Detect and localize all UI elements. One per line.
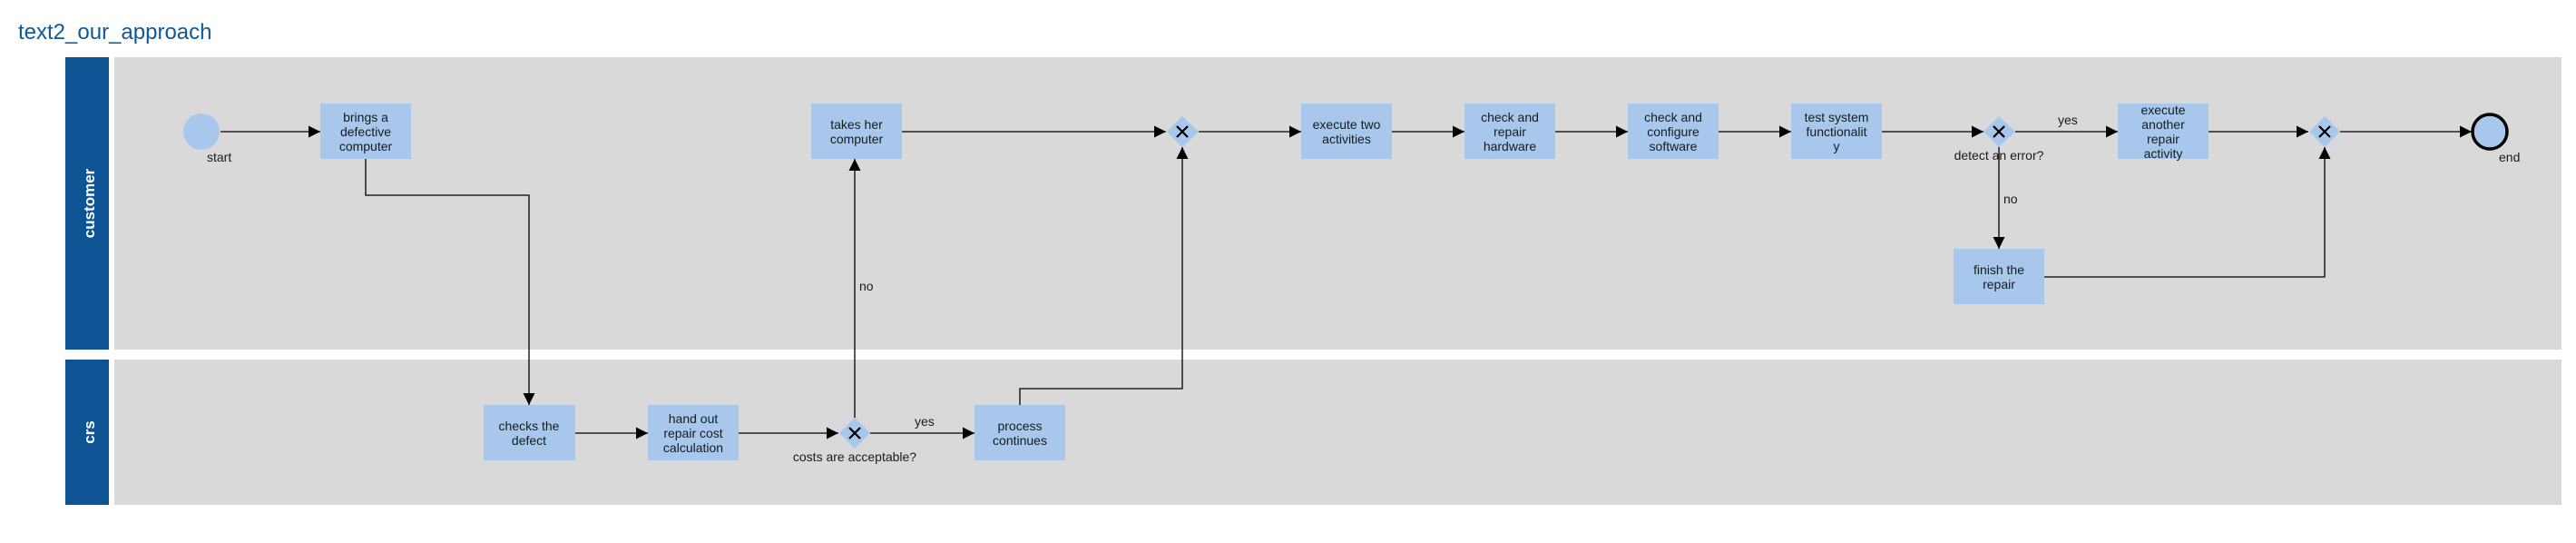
task-label-line: repair [1983, 277, 2015, 291]
gateway-detect-error[interactable]: detect an error? [1954, 116, 2044, 163]
flow-process-to-merge1 [1019, 147, 1189, 405]
task-label-line: checks the [499, 419, 560, 433]
lane-label-crs: crs [81, 420, 98, 444]
task-label-line: activity [2144, 146, 2183, 161]
lane-header-customer [65, 57, 109, 350]
exclusive-x-icon [848, 427, 861, 439]
task-label-line: hand out [669, 411, 719, 426]
task-label-line: software [1650, 139, 1698, 153]
lane-customer: customer [65, 57, 2561, 350]
task-box [1301, 104, 1392, 159]
task-label-line: repair cost [663, 426, 722, 440]
task-label-line: test system [1805, 110, 1869, 124]
task-label-line: y [1834, 139, 1840, 153]
task-label-line: hardware [1484, 139, 1537, 153]
edge-label-error-no: no [2003, 192, 2018, 206]
task-box [1791, 104, 1882, 159]
edge-label-error-yes: yes [2058, 113, 2078, 127]
end-event-circle [2471, 113, 2509, 151]
task-label-line: check and [1644, 110, 1702, 124]
task-box [2118, 104, 2209, 159]
edge-label-cost-no: no [859, 279, 874, 293]
task-label-line: computer [339, 139, 393, 153]
start-event[interactable]: start [183, 114, 231, 164]
start-event-circle [183, 114, 220, 150]
task-label-line: activities [1322, 132, 1371, 146]
task-label-line: functionalit [1807, 124, 1867, 139]
task-label-line: finish the [1974, 262, 2024, 277]
task-label-line: check and [1481, 110, 1539, 124]
task-label-line: takes her [830, 117, 883, 132]
gateway-merge-1[interactable] [1167, 116, 1199, 147]
task-box [1954, 249, 2044, 304]
task-label-line: brings a [343, 110, 388, 124]
task-box [975, 405, 1065, 460]
edge-label-cost-yes: yes [915, 414, 935, 429]
gateway-label: detect an error? [1954, 148, 2044, 163]
task-label-line: configure [1647, 124, 1699, 139]
flow-brings-to-checks [365, 159, 535, 405]
lane-header-crs [65, 360, 109, 505]
task-label-line: repair [1494, 124, 1526, 139]
lane-body-crs [114, 360, 2561, 505]
task-label-line: defect [512, 433, 546, 448]
task-label-line: process [997, 419, 1042, 433]
exclusive-x-icon [2318, 125, 2331, 138]
task-label-line: calculation [663, 440, 723, 455]
diagram-title: text2_our_approach [18, 20, 212, 44]
gateway-merge-2[interactable] [2309, 116, 2340, 147]
task-label-line: defective [340, 124, 391, 139]
gateway-label: costs are acceptable? [793, 449, 916, 464]
end-event[interactable]: end [2471, 113, 2520, 164]
task-box [484, 405, 575, 460]
task-label-line: continues [993, 433, 1047, 448]
start-event-label: start [207, 150, 231, 164]
task-label-line: another [2141, 117, 2185, 132]
exclusive-x-icon [1176, 125, 1189, 138]
task-box [1464, 104, 1555, 159]
lane-crs: crs [65, 360, 2561, 505]
lane-body-customer [114, 57, 2561, 350]
task-box [320, 104, 411, 159]
task-label-line: repair [2147, 132, 2179, 146]
task-box [648, 405, 739, 460]
task-label-line: execute [2140, 103, 2185, 117]
task-box [1628, 104, 1719, 159]
task-label-line: computer [830, 132, 884, 146]
task-box [811, 104, 902, 159]
sequence-flows [220, 125, 2472, 439]
lane-label-customer: customer [81, 168, 98, 238]
gateway-costs-acceptable[interactable]: costs are acceptable? [793, 418, 916, 464]
exclusive-x-icon [1993, 125, 2005, 138]
flow-finish-to-merge2 [2044, 147, 2331, 278]
end-event-label: end [2499, 150, 2520, 164]
task-label-line: execute two [1313, 117, 1381, 132]
